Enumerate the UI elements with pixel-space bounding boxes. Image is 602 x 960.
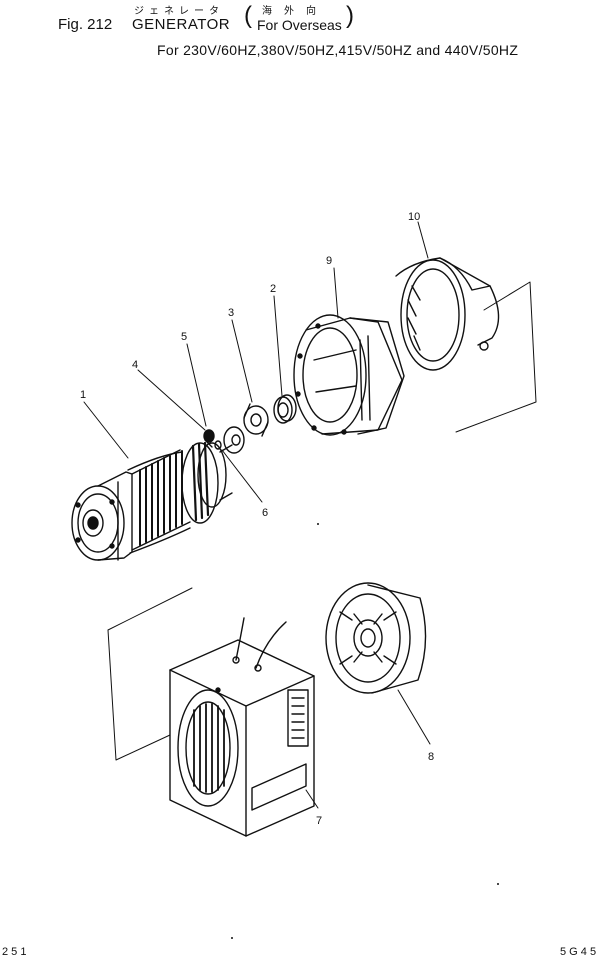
callout-4: 4	[132, 359, 138, 371]
callout-7: 7	[316, 815, 322, 827]
footer-left-code: 2 5 1	[2, 946, 27, 958]
part-7-stator-housing	[169, 617, 315, 837]
callout-5: 5	[181, 331, 187, 343]
part-9-end-bracket	[293, 314, 405, 436]
kana-subtitle: 海外向	[262, 6, 328, 17]
callout-2: 2	[270, 283, 276, 295]
figure-number: Fig. 212	[58, 16, 113, 33]
scan-specks	[231, 523, 499, 939]
part-10-cover	[395, 257, 500, 371]
part-3-washer	[243, 403, 269, 437]
subtitle: For Overseas	[257, 17, 342, 33]
page-title: GENERATOR	[132, 16, 231, 33]
frequency-spec: For 230V/60HZ,380V/50HZ,415V/50HZ and 44…	[157, 42, 519, 58]
callout-6: 6	[262, 507, 268, 519]
part-4-5-6-shaft-parts	[203, 429, 222, 450]
leader-lines	[83, 221, 537, 809]
part-2-bearing	[273, 394, 297, 424]
footer-right-code: 5 G 4 5	[560, 946, 597, 958]
part-1-rotor	[71, 426, 245, 561]
close-paren: )	[346, 2, 354, 29]
callout-9: 9	[326, 255, 332, 267]
callout-10: 10	[408, 211, 420, 223]
callout-8: 8	[428, 751, 434, 763]
part-8-end-cover	[325, 582, 427, 694]
callout-labels: 1 2 3 4 5 6 7 8 9 10	[80, 211, 434, 827]
callout-3: 3	[228, 307, 234, 319]
kana-title: ジェネレータ	[134, 6, 224, 17]
open-paren: (	[244, 2, 252, 29]
callout-1: 1	[80, 389, 86, 401]
